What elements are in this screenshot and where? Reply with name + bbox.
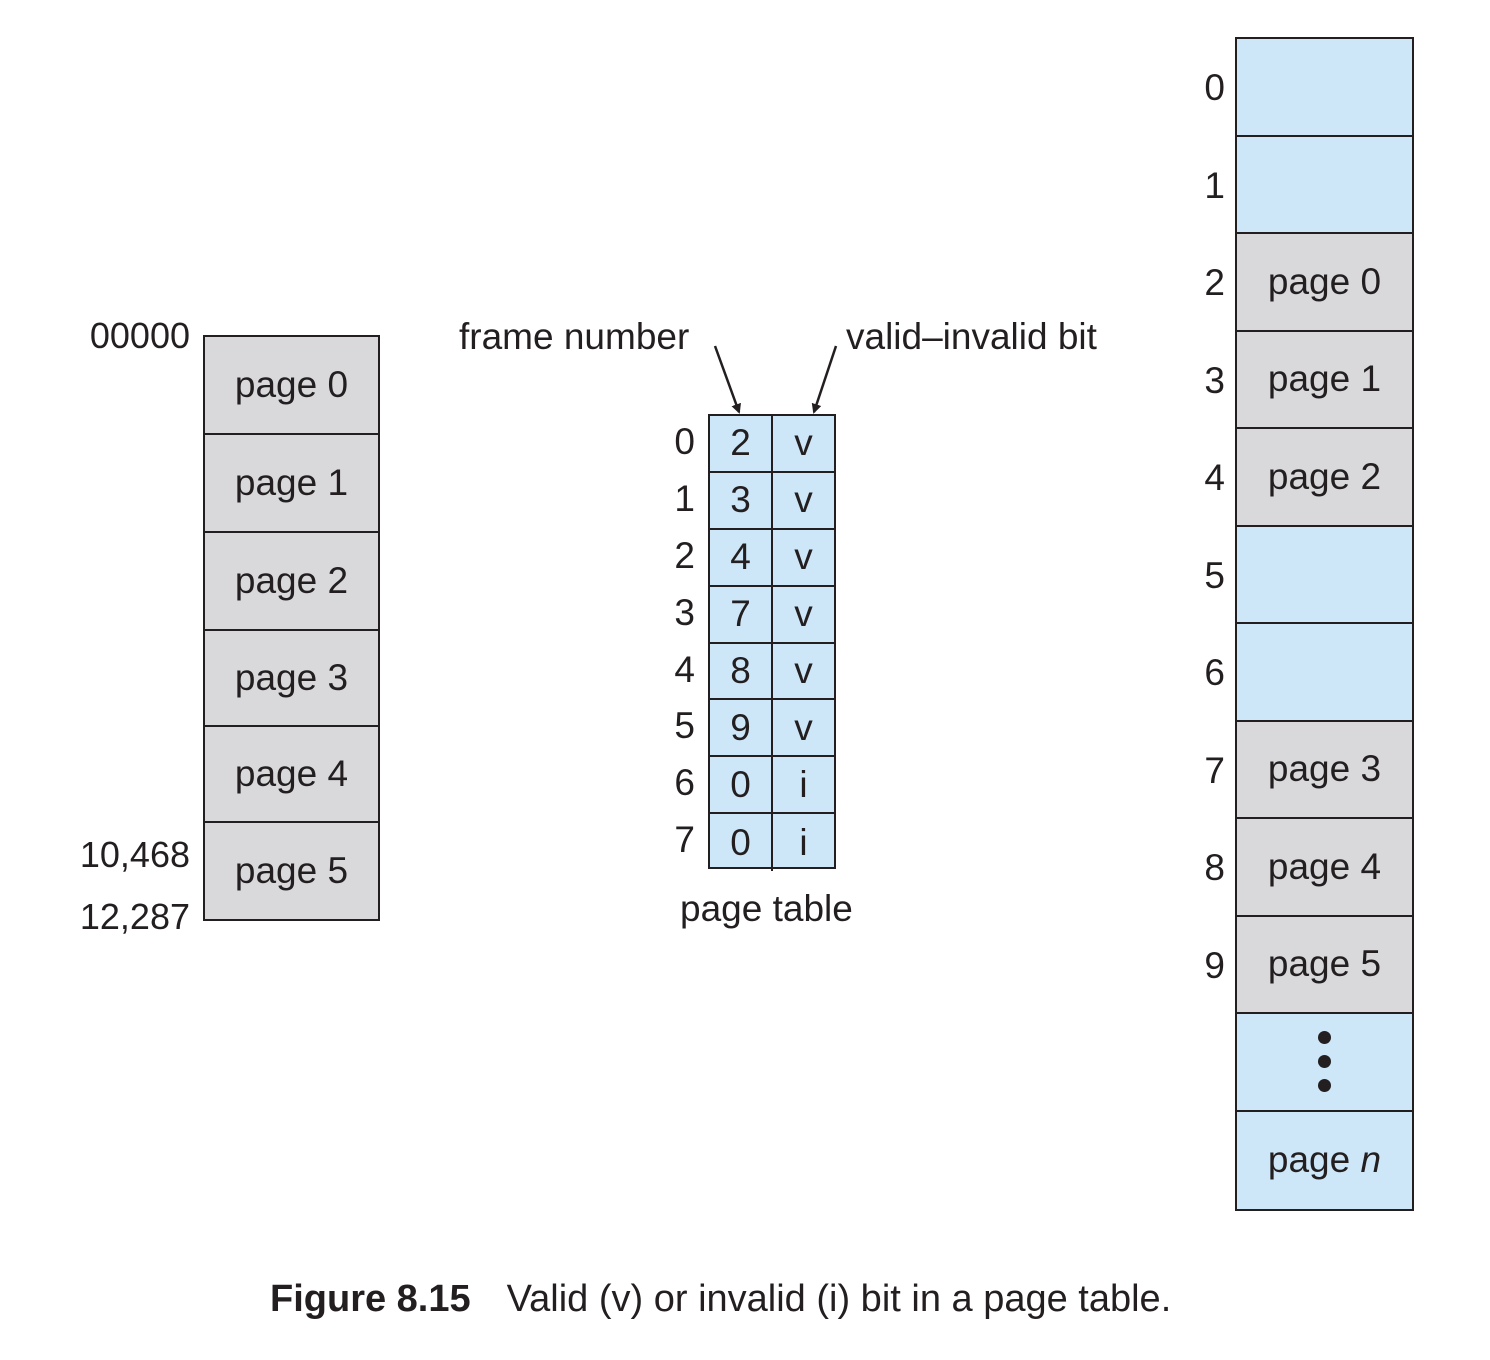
address-end: 12,287 <box>79 896 190 937</box>
physical-memory: page 0 page 1 page 2 page 3 page 4 page … <box>1235 37 1414 1211</box>
logical-page-0: page 0 <box>205 337 378 435</box>
frame-number-arrow <box>713 345 741 414</box>
frame-number-label: frame number <box>459 316 690 357</box>
page-table-row: 4 v <box>710 529 834 587</box>
pt-frame-7: 0 <box>710 814 773 872</box>
pt-index-5: 5 <box>674 705 695 747</box>
frame-index-0: 0 <box>1204 67 1225 108</box>
page-table-row: 7 v <box>710 586 834 644</box>
page-table-indices: 0 1 2 3 4 5 6 7 <box>655 414 695 869</box>
pt-bit-0: v <box>794 422 813 464</box>
pt-bit-1: v <box>794 479 813 521</box>
page-table-caption: page table <box>680 888 853 929</box>
frame-index-7: 7 <box>1204 749 1225 791</box>
address-start: 00000 <box>89 315 190 356</box>
pt-bit-4: v <box>794 650 813 691</box>
physical-frame-3: page 1 <box>1237 331 1412 429</box>
figure-caption-text: Valid (v) or invalid (i) bit in a page t… <box>506 1278 1172 1320</box>
page-table: 2 v 3 v 4 v 7 v 8 v 9 v 0 i 0 i <box>708 414 836 872</box>
pt-frame-1: 3 <box>710 472 773 528</box>
physical-frame-2: page 0 <box>1237 234 1412 332</box>
pt-frame-6: 0 <box>710 757 773 813</box>
logical-page-1: page 1 <box>205 435 378 533</box>
frame-index-1: 1 <box>1204 164 1225 206</box>
logical-page-4: page 4 <box>205 727 378 823</box>
page-table-row: 0 i <box>710 757 834 815</box>
page-n-word: page <box>1267 1139 1351 1181</box>
page-n-variable: n <box>1360 1139 1382 1181</box>
pt-frame-2: 4 <box>710 529 773 585</box>
pt-frame-4: 8 <box>710 643 773 699</box>
page-table-row: 0 i <box>710 814 834 872</box>
frame-index-8: 8 <box>1204 847 1225 888</box>
pt-frame-0: 2 <box>710 416 773 471</box>
figure-number: Figure 8.15 <box>270 1278 471 1320</box>
valid-bit-arrow <box>811 345 838 414</box>
pt-index-7: 7 <box>674 819 695 861</box>
physical-frame-4: page 2 <box>1237 429 1412 527</box>
frame-index-9: 9 <box>1204 944 1225 986</box>
pt-frame-5: 9 <box>710 700 773 756</box>
frame-index-5: 5 <box>1204 554 1225 596</box>
physical-frame-ellipsis <box>1237 1014 1412 1112</box>
physical-frame-6 <box>1237 624 1412 722</box>
pt-bit-6: i <box>799 763 808 805</box>
physical-frame-n: page n <box>1237 1111 1412 1209</box>
page-table-row: 8 v <box>710 643 834 701</box>
page-table-row: 2 v <box>710 416 834 473</box>
pt-index-0: 0 <box>674 421 695 462</box>
frame-index-2: 2 <box>1204 262 1225 303</box>
pt-index-1: 1 <box>674 477 695 519</box>
logical-memory: page 0 page 1 page 2 page 3 page 4 page … <box>203 335 380 921</box>
logical-page-2: page 2 <box>205 533 378 631</box>
pt-index-6: 6 <box>674 762 695 804</box>
frame-index-3: 3 <box>1204 359 1225 401</box>
physical-frame-7: page 3 <box>1237 721 1412 819</box>
page-table-row: 9 v <box>710 700 834 758</box>
logical-page-5: page 5 <box>205 823 378 919</box>
pt-index-2: 2 <box>674 534 695 576</box>
pt-index-4: 4 <box>674 648 695 690</box>
pt-index-3: 3 <box>674 591 695 633</box>
physical-frame-indices: 0 1 2 3 4 5 6 7 8 9 <box>1195 39 1225 1014</box>
physical-frame-8: page 4 <box>1237 819 1412 917</box>
logical-page-3: page 3 <box>205 631 378 727</box>
frame-index-4: 4 <box>1204 457 1225 498</box>
frame-index-6: 6 <box>1204 652 1225 693</box>
pt-bit-2: v <box>794 536 813 578</box>
physical-frame-0 <box>1237 39 1412 137</box>
page-table-row: 3 v <box>710 472 834 530</box>
physical-frame-5 <box>1237 526 1412 624</box>
pt-frame-3: 7 <box>710 586 773 642</box>
pt-bit-3: v <box>794 593 813 635</box>
physical-frame-1 <box>1237 136 1412 234</box>
figure-caption: Figure 8.15 Valid (v) or invalid (i) bit … <box>270 1278 1171 1321</box>
pt-bit-7: i <box>799 821 808 863</box>
valid-invalid-bit-label: valid–invalid bit <box>846 316 1097 357</box>
address-10468: 10,468 <box>79 834 190 875</box>
physical-frame-9: page 5 <box>1237 916 1412 1014</box>
vertical-ellipsis-icon <box>1318 1031 1331 1093</box>
pt-bit-5: v <box>794 706 813 748</box>
